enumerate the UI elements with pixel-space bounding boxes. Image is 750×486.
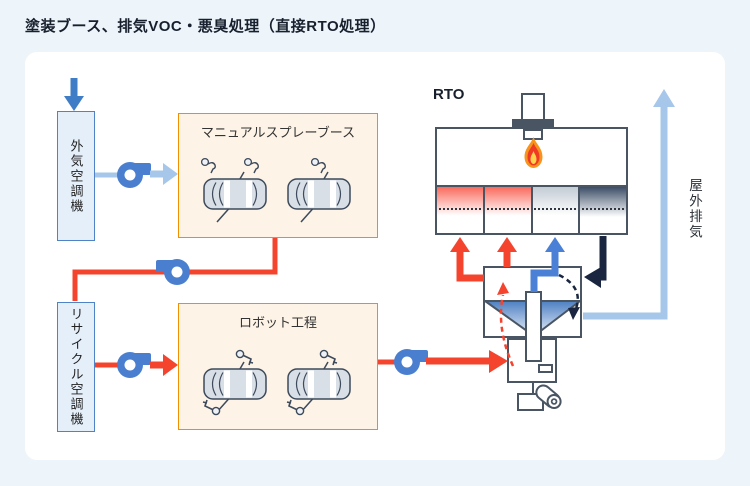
distributor-shaft bbox=[525, 291, 542, 362]
car-icon bbox=[203, 171, 267, 223]
robot-arm-icon bbox=[235, 349, 254, 366]
bed-cell-warm bbox=[530, 187, 579, 233]
bed-cell-hot bbox=[437, 187, 483, 233]
painter-icon bbox=[200, 157, 216, 174]
manual-booth-graphics bbox=[200, 157, 351, 223]
robot-arm-icon bbox=[202, 399, 221, 416]
robot-process-box: ロボット工程 bbox=[178, 303, 378, 430]
motor-crank-icon bbox=[535, 384, 562, 409]
outside-air-unit-label: 外気空調機 bbox=[68, 138, 84, 214]
bed-cell-cold bbox=[578, 187, 626, 233]
burner-stack bbox=[521, 93, 545, 121]
painter-icon bbox=[243, 157, 259, 174]
bed-media-line bbox=[486, 208, 529, 210]
flame-icon bbox=[524, 137, 543, 168]
car-icon bbox=[287, 361, 351, 413]
drive-stem bbox=[532, 383, 534, 394]
shaft-coupling bbox=[538, 364, 553, 373]
robot-process-label: ロボット工程 bbox=[238, 315, 317, 330]
outside-air-unit-box: 外気空調機 bbox=[57, 111, 95, 241]
rto-heat-exchanger-beds bbox=[437, 185, 626, 233]
car-icon bbox=[203, 361, 267, 413]
outdoor-exhaust-label: 屋外排気 bbox=[687, 178, 702, 240]
manual-spray-booth-label: マニュアルスプレーブース bbox=[200, 125, 356, 140]
recycle-air-unit-label: リサイクル空調機 bbox=[68, 307, 84, 427]
burner-flange bbox=[512, 119, 554, 129]
page-title: 塗装ブース、排気VOC・悪臭処理（直接RTO処理） bbox=[25, 18, 386, 35]
bed-media-line bbox=[534, 208, 577, 210]
recycle-air-unit-box: リサイクル空調機 bbox=[57, 302, 95, 432]
robot-booth-graphics bbox=[202, 349, 351, 416]
painter-icon bbox=[310, 157, 326, 174]
manual-spray-booth-box: マニュアルスプレーブース bbox=[178, 113, 378, 238]
bed-cell-hot bbox=[482, 187, 531, 233]
robot-arm-icon bbox=[319, 349, 338, 366]
bed-media-line bbox=[438, 208, 481, 210]
rto-label: RTO bbox=[433, 86, 465, 103]
robot-arm-icon bbox=[286, 399, 305, 416]
bed-media-line bbox=[582, 208, 625, 210]
car-icon bbox=[287, 171, 351, 223]
